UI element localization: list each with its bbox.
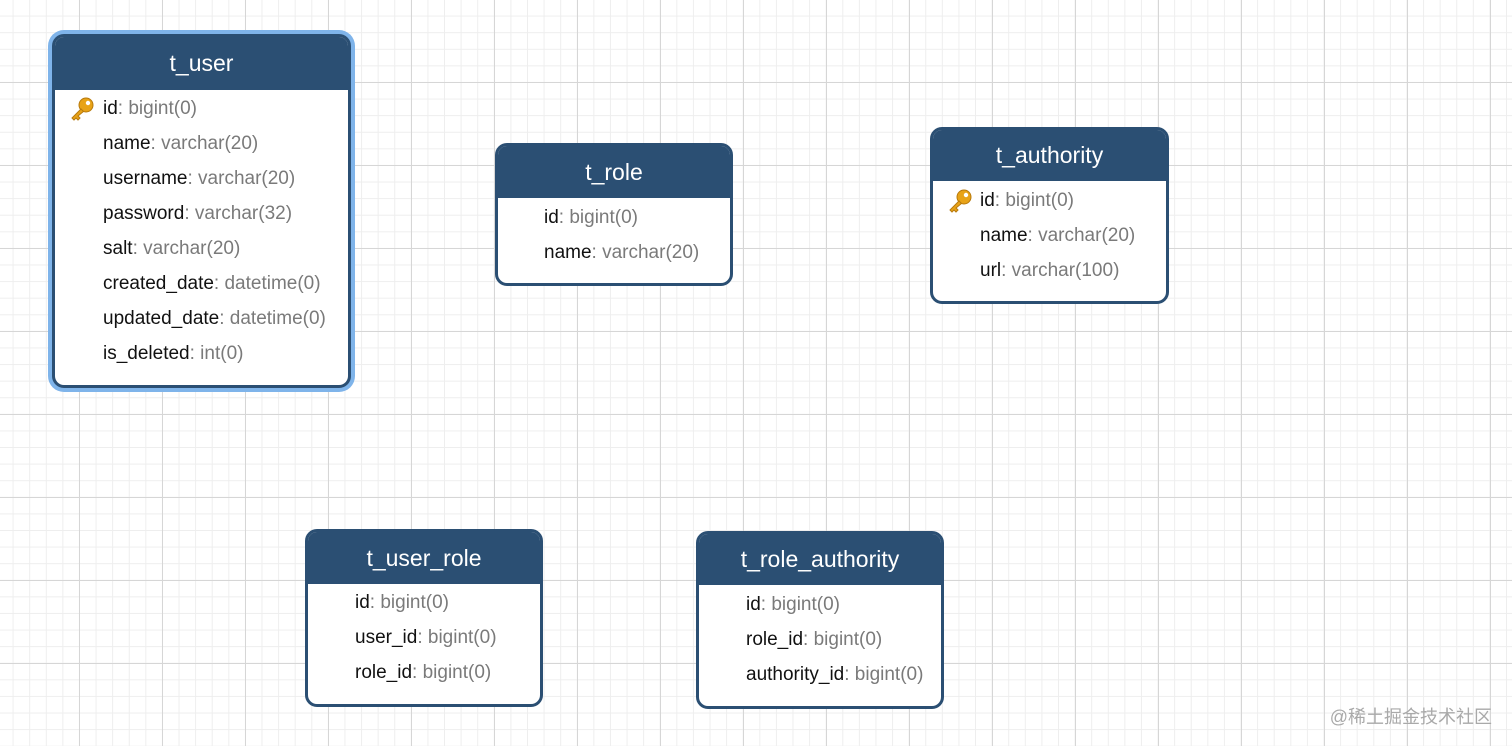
field-row[interactable]: username: varchar(20) [55,161,348,196]
field-name: salt [103,237,133,259]
field-type: : bigint(0) [558,206,638,228]
field-name: name [544,241,592,263]
field-row[interactable]: id: bigint(0) [498,200,730,235]
field-type: : bigint(0) [412,661,492,683]
field-type: : varchar(20) [1027,224,1136,246]
key-icon [69,96,95,122]
field-type: : bigint(0) [844,663,924,685]
field-row[interactable]: is_deleted: int(0) [55,336,348,371]
field-row[interactable]: password: varchar(32) [55,196,348,231]
field-type: : bigint(0) [417,626,497,648]
field-type: : datetime(0) [213,272,321,294]
field-type: : varchar(20) [150,132,259,154]
field-type: : bigint(0) [117,97,197,119]
field-name: id [103,97,118,119]
field-type: : varchar(20) [591,241,700,263]
field-name: name [103,132,151,154]
field-row[interactable]: salt: varchar(20) [55,231,348,266]
field-name: name [980,224,1028,246]
field-name: authority_id [746,663,845,685]
field-name: role_id [355,661,413,683]
field-row[interactable]: name: varchar(20) [55,126,348,161]
field-name: id [746,593,761,615]
field-row[interactable]: id: bigint(0) [308,585,540,620]
field-row[interactable]: url: varchar(100) [933,253,1166,288]
field-type: : bigint(0) [760,593,840,615]
table-t-authority[interactable]: t_authority id: bigint(0) name: varchar(… [930,127,1169,304]
field-row[interactable]: id: bigint(0) [55,91,348,126]
field-name: id [980,189,995,211]
table-title: t_authority [933,130,1166,181]
key-icon [947,188,973,214]
field-type: : bigint(0) [803,628,883,650]
table-title: t_role_authority [699,534,941,585]
field-row[interactable]: user_id: bigint(0) [308,620,540,655]
table-t-user[interactable]: t_user id: bigint(0) name: varchar(20) u… [52,34,351,388]
field-row[interactable]: created_date: datetime(0) [55,266,348,301]
field-name: created_date [103,272,214,294]
field-row[interactable]: authority_id: bigint(0) [699,657,941,692]
field-row[interactable]: name: varchar(20) [933,218,1166,253]
field-row[interactable]: role_id: bigint(0) [699,622,941,657]
table-title: t_user [55,37,348,90]
field-type: : bigint(0) [369,591,449,613]
table-t-role-authority[interactable]: t_role_authority id: bigint(0) role_id: … [696,531,944,709]
field-type: : varchar(20) [187,167,296,189]
field-row[interactable]: name: varchar(20) [498,235,730,270]
field-name: password [103,202,185,224]
field-type: : bigint(0) [994,189,1074,211]
field-name: user_id [355,626,418,648]
watermark: @稀土掘金技术社区 [1329,707,1492,727]
field-type: : varchar(20) [132,237,241,259]
field-type: : varchar(32) [184,202,293,224]
field-name: id [544,206,559,228]
field-name: id [355,591,370,613]
table-t-role[interactable]: t_role id: bigint(0) name: varchar(20) [495,143,733,286]
field-type: : int(0) [189,342,244,364]
field-name: role_id [746,628,804,650]
field-name: url [980,259,1002,281]
field-type: : datetime(0) [219,307,326,329]
field-type: : varchar(100) [1001,259,1120,281]
field-row[interactable]: id: bigint(0) [933,183,1166,218]
field-row[interactable]: updated_date: datetime(0) [55,301,348,336]
field-row[interactable]: role_id: bigint(0) [308,655,540,690]
field-name: username [103,167,188,189]
table-title: t_user_role [308,532,540,584]
table-title: t_role [498,146,730,198]
field-row[interactable]: id: bigint(0) [699,587,941,622]
field-name: updated_date [103,307,220,329]
field-name: is_deleted [103,342,190,364]
table-t-user-role[interactable]: t_user_role id: bigint(0) user_id: bigin… [305,529,543,707]
